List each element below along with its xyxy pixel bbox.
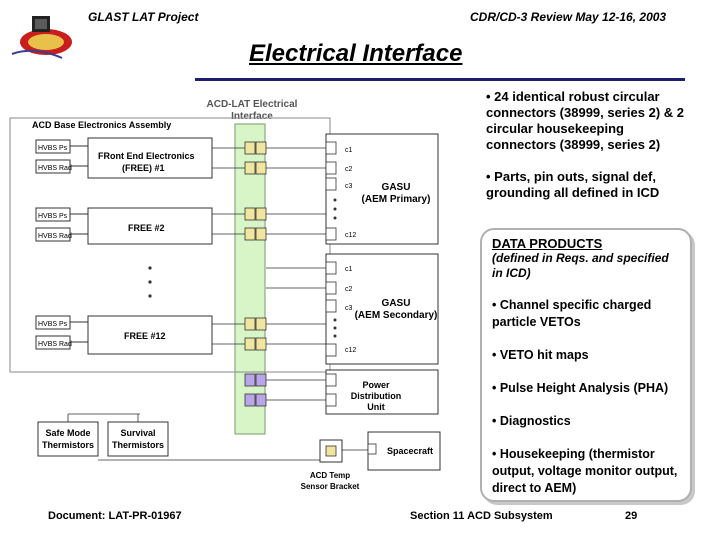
gasu1-c3: c3 xyxy=(345,183,353,190)
gasu-secondary-box xyxy=(325,253,439,365)
gasu2-c2: c2 xyxy=(345,286,353,293)
free1-label-2: (FREE) #1 xyxy=(122,163,165,173)
assembly-label: ACD Base Electronics Assembly xyxy=(32,120,171,130)
gasu-primary-box xyxy=(325,133,439,245)
hv-ps-label-2: HVBS Ps xyxy=(38,213,68,220)
interface-label-2: Interface xyxy=(231,111,273,122)
dp-item-housekeeping: • Housekeeping (thermistor output, volta… xyxy=(492,447,678,495)
title-rule xyxy=(195,78,685,81)
gasu2-c1: c1 xyxy=(345,266,353,273)
bracket-label-1: ACD Temp xyxy=(310,471,350,480)
spacecraft-box xyxy=(367,431,441,471)
safe-mode-thermistors-box xyxy=(37,421,99,457)
survival-label-2: Thermistors xyxy=(112,440,164,450)
free2-label: FREE #2 xyxy=(128,223,165,233)
bullet-connectors: • 24 identical robust circular connector… xyxy=(486,89,684,152)
free1-label-1: FRont End Electronics xyxy=(98,151,195,161)
hv-rad-label-2: HVBS Rad xyxy=(38,233,72,240)
gasu2-label-2: (AEM Secondary) xyxy=(355,310,438,321)
pdu-label-1: Power xyxy=(362,380,390,390)
bracket-label-2: Sensor Bracket xyxy=(301,482,360,491)
dp-item-diagnostics: • Diagnostics xyxy=(492,414,571,428)
free12-label: FREE #12 xyxy=(124,331,166,341)
hv-ps-label-12: HVBS Ps xyxy=(38,321,68,328)
review-label: CDR/CD-3 Review May 12-16, 2003 xyxy=(470,10,667,24)
spacecraft-label: Spacecraft xyxy=(387,446,433,456)
gasu1-c1: c1 xyxy=(345,147,353,154)
hv-rad-label-1: HVBS Rad xyxy=(38,165,72,172)
gasu1-c12: c12 xyxy=(345,232,356,239)
gasu2-label-1: GASU xyxy=(382,298,411,309)
survival-thermistors-box xyxy=(107,421,169,457)
data-products-title: DATA PRODUCTS xyxy=(492,236,603,251)
hv-ps-label-1: HVBS Ps xyxy=(38,145,68,152)
pdu-label-2: Distribution xyxy=(351,391,402,401)
gasu1-label-1: GASU xyxy=(382,182,411,193)
gasu2-c3: c3 xyxy=(345,305,353,312)
safe-mode-label-1: Safe Mode xyxy=(45,428,90,438)
hv-rad-label-12: HVBS Rad xyxy=(38,341,72,348)
power-distribution-box xyxy=(325,369,439,415)
data-products-subtitle: (defined in Reqs. and specified in ICD) xyxy=(492,251,669,280)
footer-section: Section 11 ACD Subsystem xyxy=(410,510,553,522)
gasu2-c12: c12 xyxy=(345,347,356,354)
page-title: Electrical Interface xyxy=(249,40,463,67)
gasu1-c2: c2 xyxy=(345,166,353,173)
dp-item-pha: • Pulse Height Analysis (PHA) xyxy=(492,381,669,395)
survival-label-1: Survival xyxy=(120,428,155,438)
free1-box xyxy=(87,137,213,179)
free2-box xyxy=(87,207,213,245)
footer-page-number: 29 xyxy=(625,510,638,522)
free12-box xyxy=(87,315,213,355)
footer-document: Document: LAT-PR-01967 xyxy=(48,510,182,522)
bullet-list: • 24 identical robust circular connector… xyxy=(486,89,696,217)
glast-logo xyxy=(4,8,78,66)
bullet-icd: • Parts, pin outs, signal def, grounding… xyxy=(486,169,660,200)
data-products-box: DATA PRODUCTS (defined in Reqs. and spec… xyxy=(480,228,692,502)
dp-item-hit-maps: • VETO hit maps xyxy=(492,348,589,362)
project-label: GLAST LAT Project xyxy=(88,10,199,24)
safe-mode-label-2: Thermistors xyxy=(42,440,94,450)
base-assembly-frame xyxy=(9,117,331,373)
dp-item-vetos: • Channel specific charged particle VETO… xyxy=(492,298,652,329)
pdu-label-3: Unit xyxy=(367,402,385,412)
gasu1-label-2: (AEM Primary) xyxy=(362,194,431,205)
interface-label-1: ACD-LAT Electrical xyxy=(207,99,298,110)
